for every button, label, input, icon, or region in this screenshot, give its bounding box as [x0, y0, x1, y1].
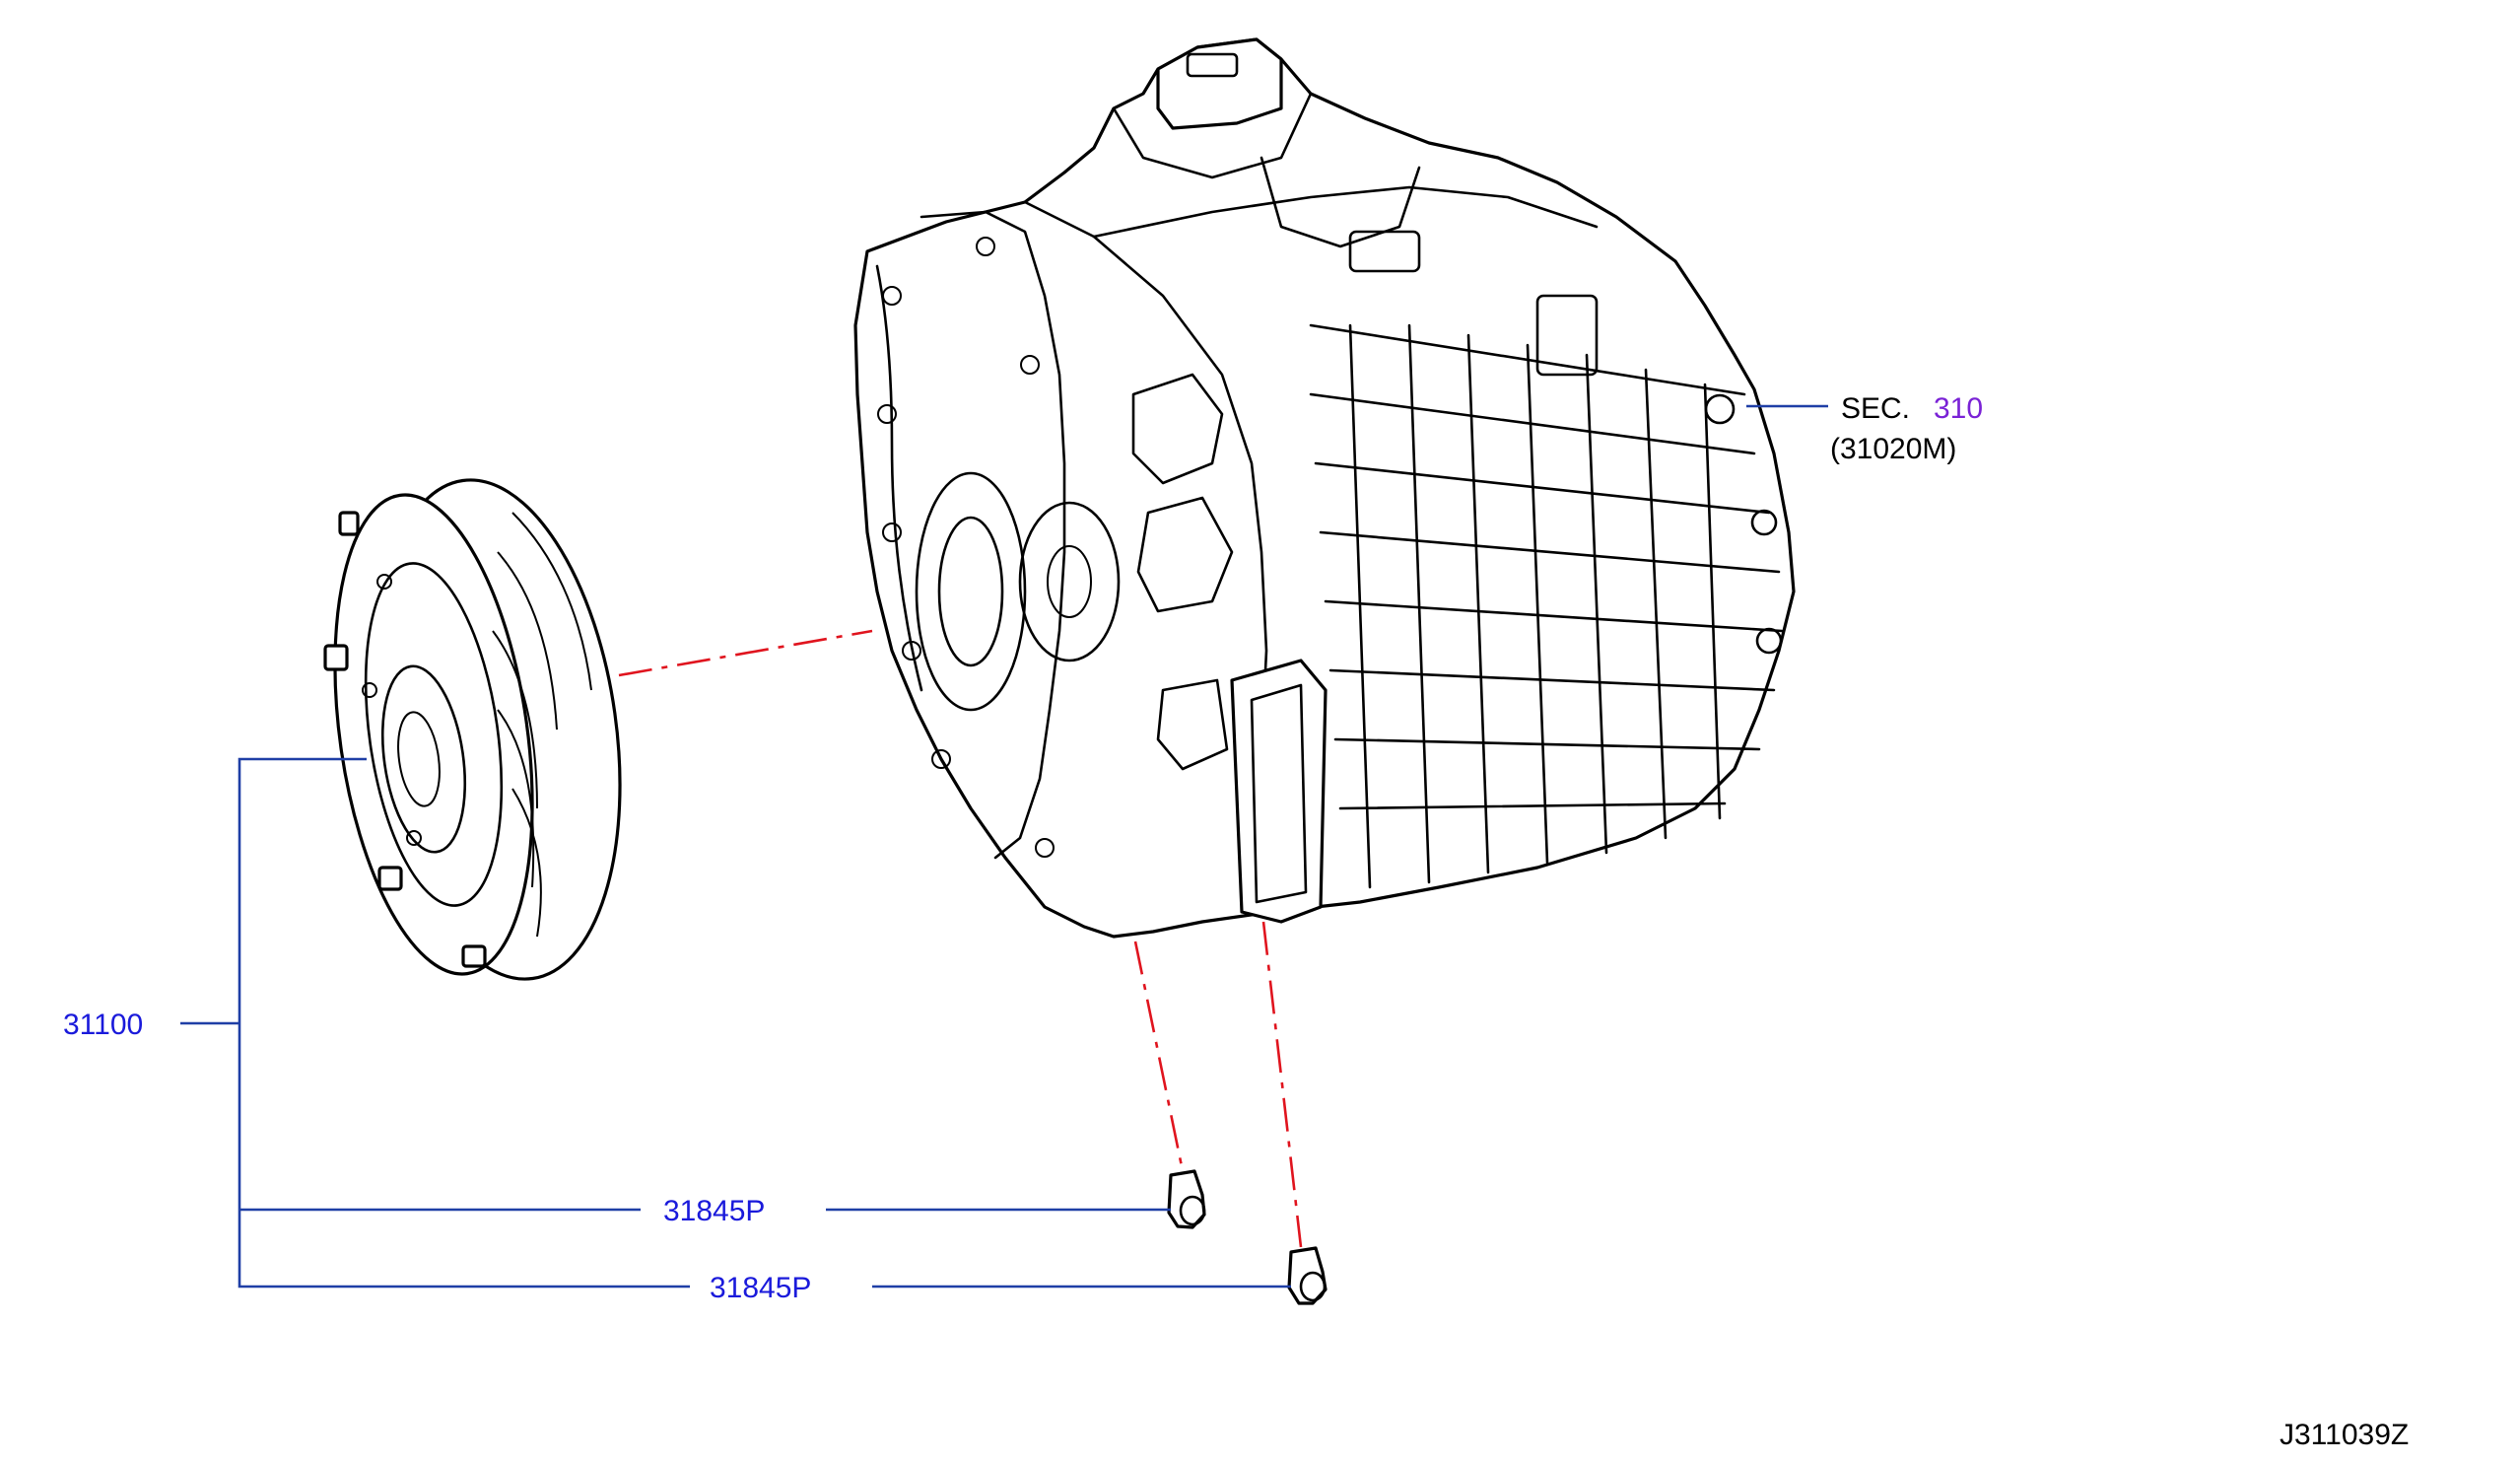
drain-plug-lower: [1287, 1246, 1328, 1305]
case-ribs: [1309, 323, 1784, 889]
phantom-line-plug-upper: [1133, 940, 1185, 1172]
callout-31845p-upper[interactable]: 31845P: [663, 1195, 765, 1227]
callout-31845p-lower[interactable]: 31845P: [710, 1272, 811, 1304]
flange-bolt-bosses: [877, 237, 1055, 858]
phantom-lines: [618, 629, 1303, 1248]
torque-converter-drawing: [323, 478, 622, 981]
converter-studs: [323, 511, 487, 968]
transmission-assembly-drawing: [853, 37, 1796, 939]
leader-lines: [180, 404, 1828, 1289]
diagram-id: J311039Z: [2280, 1419, 2409, 1451]
converter-fins: [492, 512, 592, 938]
section-prefix: SEC.: [1841, 392, 1910, 425]
callout-31100[interactable]: 31100: [63, 1009, 143, 1041]
drain-plug-upper: [1167, 1169, 1206, 1229]
section-link-310[interactable]: 310: [1934, 392, 1983, 425]
phantom-line-converter: [618, 629, 873, 677]
phantom-line-plug-lower: [1261, 921, 1303, 1248]
section-sub-31020m: (31020M): [1830, 433, 1956, 465]
